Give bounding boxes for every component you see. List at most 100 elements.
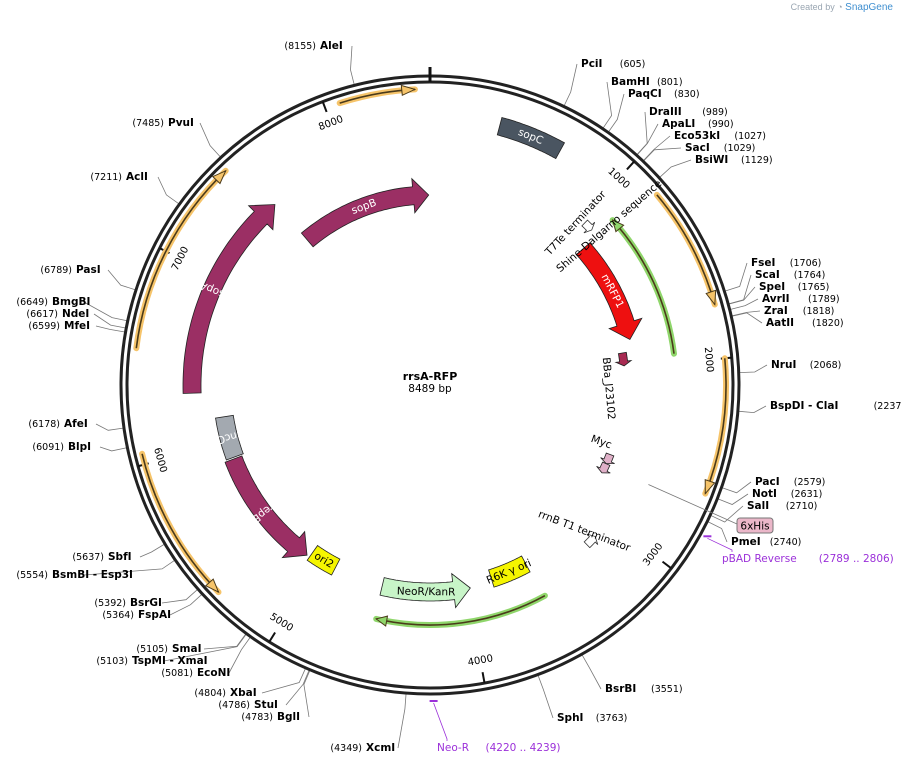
enzyme-position: (6617) <box>26 309 58 320</box>
enzyme-leader <box>93 313 127 329</box>
enzyme-site: (7211)AclI <box>90 171 147 183</box>
enzyme-site: (2710) SalI <box>747 500 817 512</box>
ruler-tick <box>626 160 636 171</box>
feature-BBa <box>614 351 633 367</box>
primer-leader <box>433 702 448 741</box>
enzyme-position: (3551) <box>651 684 683 695</box>
enzyme-position: (4786) <box>218 700 250 711</box>
enzyme-name: SalI <box>747 500 769 512</box>
enzyme-site: (605)PciI <box>581 58 645 70</box>
enzyme-labels: (8155)AleI(7485)PvuI(7211)AclI(6789)PasI… <box>16 40 901 754</box>
enzyme-leader <box>537 674 554 719</box>
enzyme-name: BlpI <box>68 441 91 453</box>
green-arc-arrowhead <box>375 615 389 627</box>
enzyme-name: AfeI <box>64 418 88 430</box>
primer-site: pBAD Reverse(2789 .. 2806) <box>703 535 894 565</box>
enzyme-leader <box>738 364 768 373</box>
enzyme-leader <box>95 325 126 333</box>
enzyme-name: PaqCI <box>628 88 662 100</box>
enzyme-leader <box>228 636 252 674</box>
enzyme-leader <box>169 593 203 616</box>
enzyme-name: BspDI - ClaI <box>770 400 838 412</box>
enzyme-site: (801)BamHI <box>611 76 683 88</box>
enzyme-leader <box>139 543 166 558</box>
enzyme-leader <box>636 111 648 156</box>
enzyme-position: (3763) <box>596 713 628 724</box>
orf-arc-arrowhead <box>705 289 717 306</box>
feature-Myc2 <box>596 461 611 474</box>
enzyme-site: (4786)StuI <box>218 699 278 711</box>
enzyme-position: (2740) <box>770 537 802 548</box>
enzyme-position: (990) <box>708 119 734 130</box>
annotation-rrnB: rrnB T1 terminator <box>536 508 632 554</box>
tick-label: 5000 <box>268 611 295 634</box>
enzyme-position: (801) <box>657 77 683 88</box>
enzyme-leader <box>731 310 761 317</box>
annotation-BBaText: BBa_J23102 <box>600 357 617 420</box>
enzyme-site: (2740) PmeI <box>731 536 801 548</box>
enzyme-name: BsrGI <box>130 597 162 609</box>
enzyme-leader <box>203 633 247 650</box>
enzyme-leader <box>642 147 682 162</box>
feature-repE <box>224 455 308 559</box>
enzyme-name: TspMI - XmaI <box>132 655 208 667</box>
enzyme-name: AvrII <box>762 293 790 305</box>
enzyme-leader <box>642 135 671 162</box>
tick-label: 7000 <box>170 245 191 273</box>
enzyme-name: PmeI <box>731 536 761 548</box>
enzyme-site: (1765)SpeI <box>759 281 829 293</box>
plasmid-name: rrsA-RFP <box>403 370 458 383</box>
enzyme-site: (8155)AleI <box>284 40 342 52</box>
enzyme-position: (8155) <box>284 41 316 52</box>
green-arc <box>376 594 546 626</box>
enzyme-site: (5105)SmaI <box>136 643 201 655</box>
enzyme-site: (1029)SacI <box>685 142 755 154</box>
enzyme-name: BsrBI <box>605 683 636 695</box>
enzyme-name: PasI <box>76 264 101 276</box>
enzyme-leader <box>581 654 602 690</box>
enzyme-leader <box>397 693 407 749</box>
feature-term2 <box>583 533 599 549</box>
enzyme-leader <box>731 312 763 324</box>
green-arc-arrowhead <box>611 219 625 233</box>
tick-label: 2000 <box>702 347 715 373</box>
enzyme-leader <box>95 423 125 431</box>
enzyme-leader <box>707 521 728 543</box>
enzyme-leader <box>107 269 137 291</box>
enzyme-position: (2710) <box>786 501 818 512</box>
feature-R6K <box>488 555 531 588</box>
feature-sopC <box>496 117 566 160</box>
enzyme-leader <box>83 301 128 322</box>
enzyme-leader <box>636 123 659 156</box>
orf-arc-arrowhead <box>400 84 417 97</box>
enzyme-site: (1027)Eco53kI <box>674 130 766 142</box>
enzyme-site: (1818)ZraI <box>764 305 834 317</box>
center-title: rrsA-RFP 8489 bp <box>403 370 458 395</box>
annotation-MycText: Myc <box>589 433 613 451</box>
enzyme-name: BglI <box>277 711 300 723</box>
6xhis-tag-box <box>736 517 774 534</box>
primer-range: (4220 .. 4239) <box>486 742 561 754</box>
feature-incC <box>215 414 244 461</box>
enzyme-leader <box>602 81 613 129</box>
enzyme-name: FseI <box>751 257 775 269</box>
enzyme-site: (5554)BsmBI - Esp3I <box>16 569 133 581</box>
enzyme-position: (2237) <box>874 401 901 412</box>
enzyme-position: (4349) <box>330 743 362 754</box>
enzyme-site: (989)DraIII <box>649 106 728 118</box>
enzyme-position: (1765) <box>798 282 830 293</box>
tick-label: 8000 <box>317 114 345 133</box>
enzyme-leader <box>724 262 748 292</box>
enzyme-name: DraIII <box>649 106 682 118</box>
enzyme-site: (1129)BsiWI <box>695 154 773 166</box>
enzyme-name: NotI <box>752 488 777 500</box>
enzyme-site: (3763)SphI <box>557 712 627 724</box>
green-arc <box>612 219 675 354</box>
enzyme-position: (1820) <box>812 318 844 329</box>
enzyme-leader <box>163 633 247 662</box>
feature-sopB <box>300 177 430 248</box>
tick-label: 4000 <box>467 653 494 668</box>
enzyme-site: (6789)PasI <box>40 264 100 276</box>
enzyme-site: (830)PaqCI <box>628 88 700 100</box>
